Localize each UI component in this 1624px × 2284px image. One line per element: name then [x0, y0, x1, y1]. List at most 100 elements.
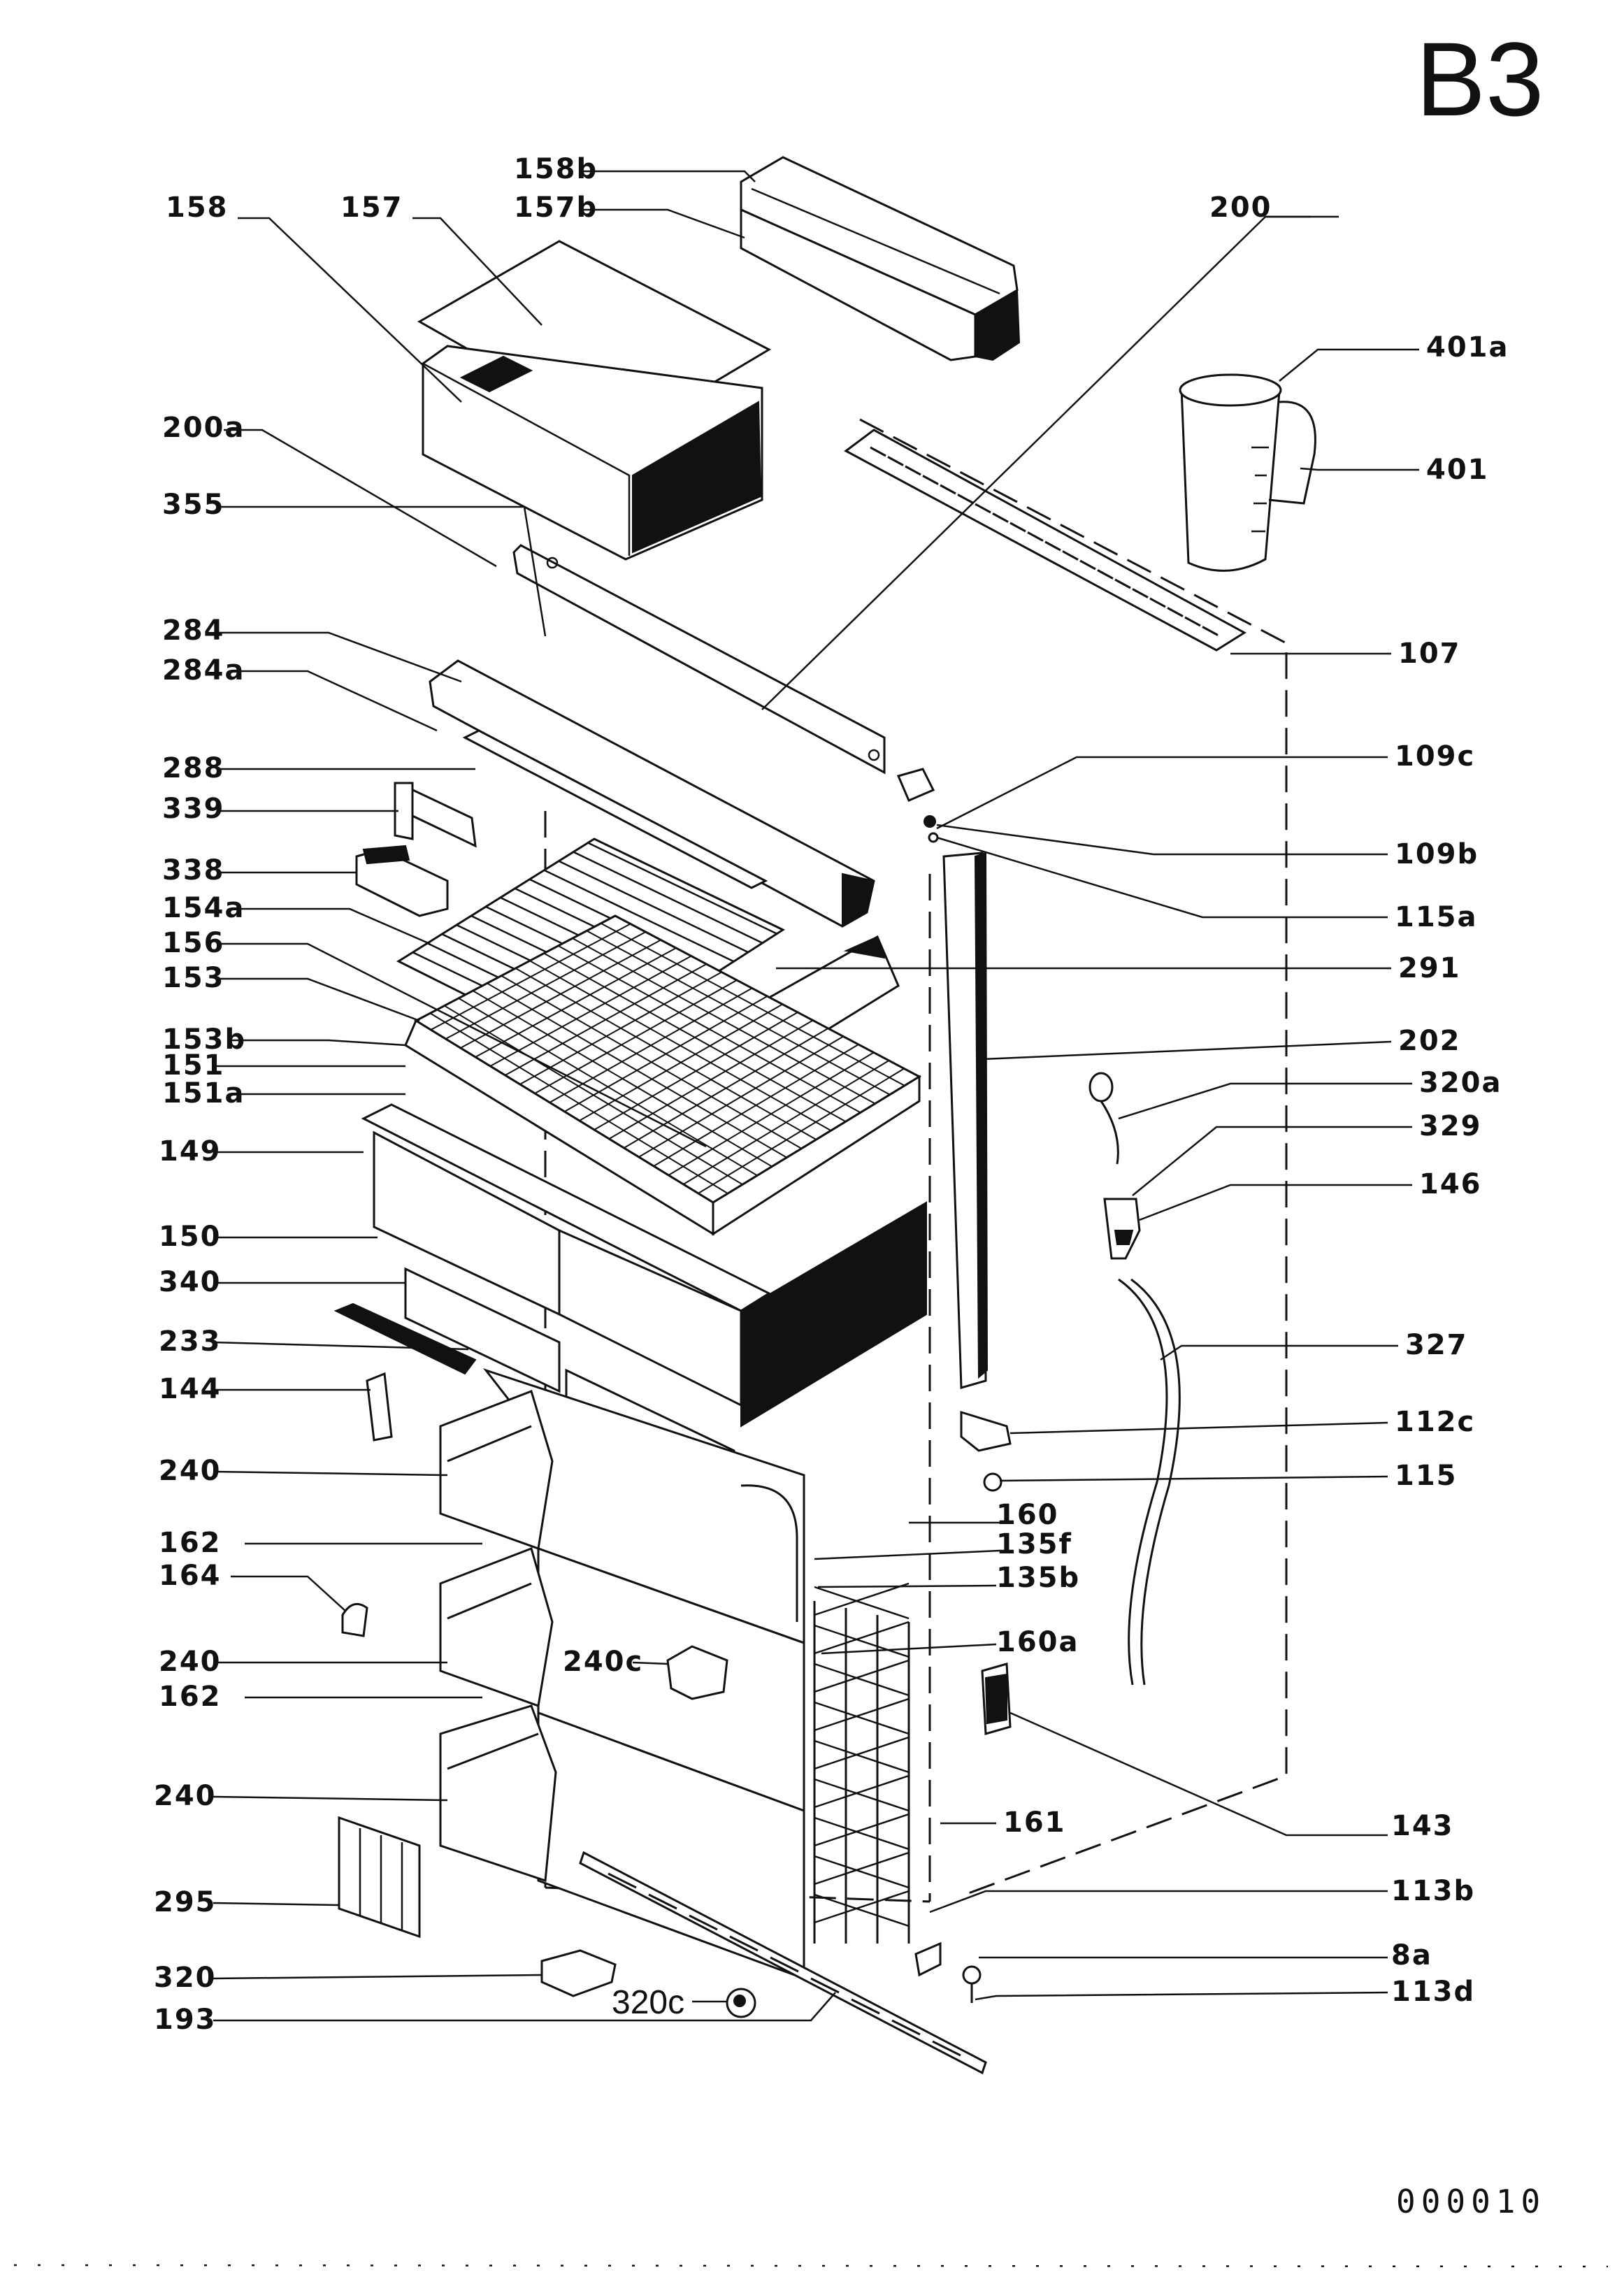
part-label-240-middle: 240: [159, 1646, 222, 1678]
scan-edge-mark: [13, 2264, 1609, 2268]
part-label-157: 157: [340, 192, 403, 224]
rack-bar: [814, 1816, 910, 1851]
vent-slot: [975, 503, 991, 514]
part-label-149: 149: [159, 1135, 222, 1168]
part-label-8a: 8a: [1391, 1939, 1432, 1971]
door-strip-202: [942, 852, 989, 1389]
part-label-327: 327: [1405, 1329, 1468, 1361]
shelf-box-158b-157b: [740, 156, 1021, 361]
drawing-number: 000010: [1396, 2183, 1546, 2220]
grid-wire: [489, 955, 692, 1067]
vent-slot: [905, 465, 921, 476]
rack-bar: [814, 1855, 910, 1889]
switch-143: [981, 1662, 1012, 1735]
part-label-151: 151: [162, 1049, 225, 1082]
grid-wire: [445, 931, 646, 1040]
rack-bar: [814, 1662, 910, 1697]
part-label-288: 288: [162, 752, 225, 784]
vent-slot: [1027, 531, 1044, 542]
vent-slot: [1079, 559, 1096, 570]
shelf-rib: [544, 869, 734, 963]
thermostat-knob-320a: [1088, 1072, 1119, 1165]
hinge-320: [540, 1949, 617, 1997]
grid-wire: [698, 1068, 905, 1194]
vent-slot: [957, 494, 974, 504]
vent-slot: [1149, 597, 1166, 608]
part-label-284a: 284a: [162, 654, 245, 687]
kickplate-slot: [770, 1956, 799, 1973]
hinge-112c: [960, 1410, 1012, 1452]
grille-295: [338, 1816, 421, 1939]
part-label-153b: 153b: [162, 1024, 246, 1056]
kickplate-193: [579, 1851, 987, 2075]
part-label-320c: 320c: [612, 1984, 684, 2021]
part-label-115a: 115a: [1395, 901, 1478, 933]
part-label-109c: 109c: [1395, 740, 1475, 773]
grid-wire: [682, 1060, 890, 1185]
grid-wire: [594, 1012, 798, 1130]
kickplate-slot: [851, 1998, 880, 2015]
jug-401: [1179, 373, 1316, 572]
hinge-113b-8a-113d: [914, 1941, 982, 2003]
part-label-160a: 160a: [996, 1626, 1079, 1658]
part-label-164: 164: [159, 1560, 222, 1592]
grid-wire: [460, 939, 661, 1049]
vent-slot: [887, 456, 904, 466]
bottle-rack-160a-161: [813, 1582, 910, 1944]
part-label-107: 107: [1398, 638, 1461, 670]
part-label-338: 338: [162, 854, 225, 886]
part-label-112c: 112c: [1395, 1406, 1475, 1438]
grid-wire: [475, 947, 677, 1058]
part-label-154a: 154a: [162, 892, 245, 924]
part-label-401: 401: [1426, 454, 1489, 486]
part-label-162-bottom: 162: [159, 1681, 222, 1713]
kickplate-slot: [932, 2040, 961, 2057]
vent-slot: [1167, 607, 1184, 617]
handle-233: [333, 1302, 477, 1375]
rack-bar: [814, 1736, 910, 1770]
part-label-233: 233: [159, 1326, 222, 1358]
part-label-143: 143: [1391, 1810, 1454, 1842]
bracket-338: [355, 845, 449, 917]
part-label-161: 161: [1003, 1807, 1066, 1839]
part-label-109b: 109b: [1395, 838, 1479, 870]
part-label-291: 291: [1398, 952, 1461, 984]
vent-slot: [1044, 540, 1061, 552]
grid-wire: [653, 1044, 859, 1167]
kickplate-slot: [891, 2019, 921, 2036]
part-label-240-bottom: 240: [154, 1780, 217, 1812]
part-label-115: 115: [1395, 1460, 1458, 1492]
sheet-id-label: B3: [1416, 20, 1544, 138]
rack-bar: [814, 1778, 910, 1812]
part-label-160: 160: [996, 1499, 1059, 1531]
rack-bar: [814, 1582, 910, 1616]
part-label-193: 193: [154, 2004, 217, 2036]
kickplate-slot: [729, 1935, 759, 1952]
vent-slot: [1184, 616, 1201, 627]
part-label-320: 320: [154, 1962, 217, 1994]
grid-wire: [430, 923, 631, 1030]
hinge-109c: [896, 768, 935, 802]
vent-slot: [1097, 569, 1114, 580]
drain-tube-327: [1118, 1278, 1181, 1686]
part-label-200a: 200a: [162, 412, 245, 444]
rack-bar: [814, 1774, 910, 1809]
rack-bar: [814, 1624, 910, 1658]
kickplate-slot: [608, 1872, 637, 1889]
rack-bar: [814, 1621, 910, 1655]
vent-slot: [1132, 588, 1149, 598]
part-label-320a: 320a: [1419, 1067, 1502, 1099]
part-label-162-top: 162: [159, 1527, 222, 1559]
shelf-rib: [573, 851, 763, 945]
part-label-240-top: 240: [159, 1455, 222, 1487]
grid-wire: [608, 1019, 814, 1140]
part-label-151a: 151a: [162, 1077, 245, 1109]
vent-slot: [1202, 626, 1219, 636]
bar-284: [429, 659, 875, 928]
washer-115: [983, 1472, 1003, 1492]
leader-lines: [213, 170, 1419, 2022]
rack-bar: [814, 1739, 910, 1774]
kickplate-slot: [648, 1893, 677, 1910]
